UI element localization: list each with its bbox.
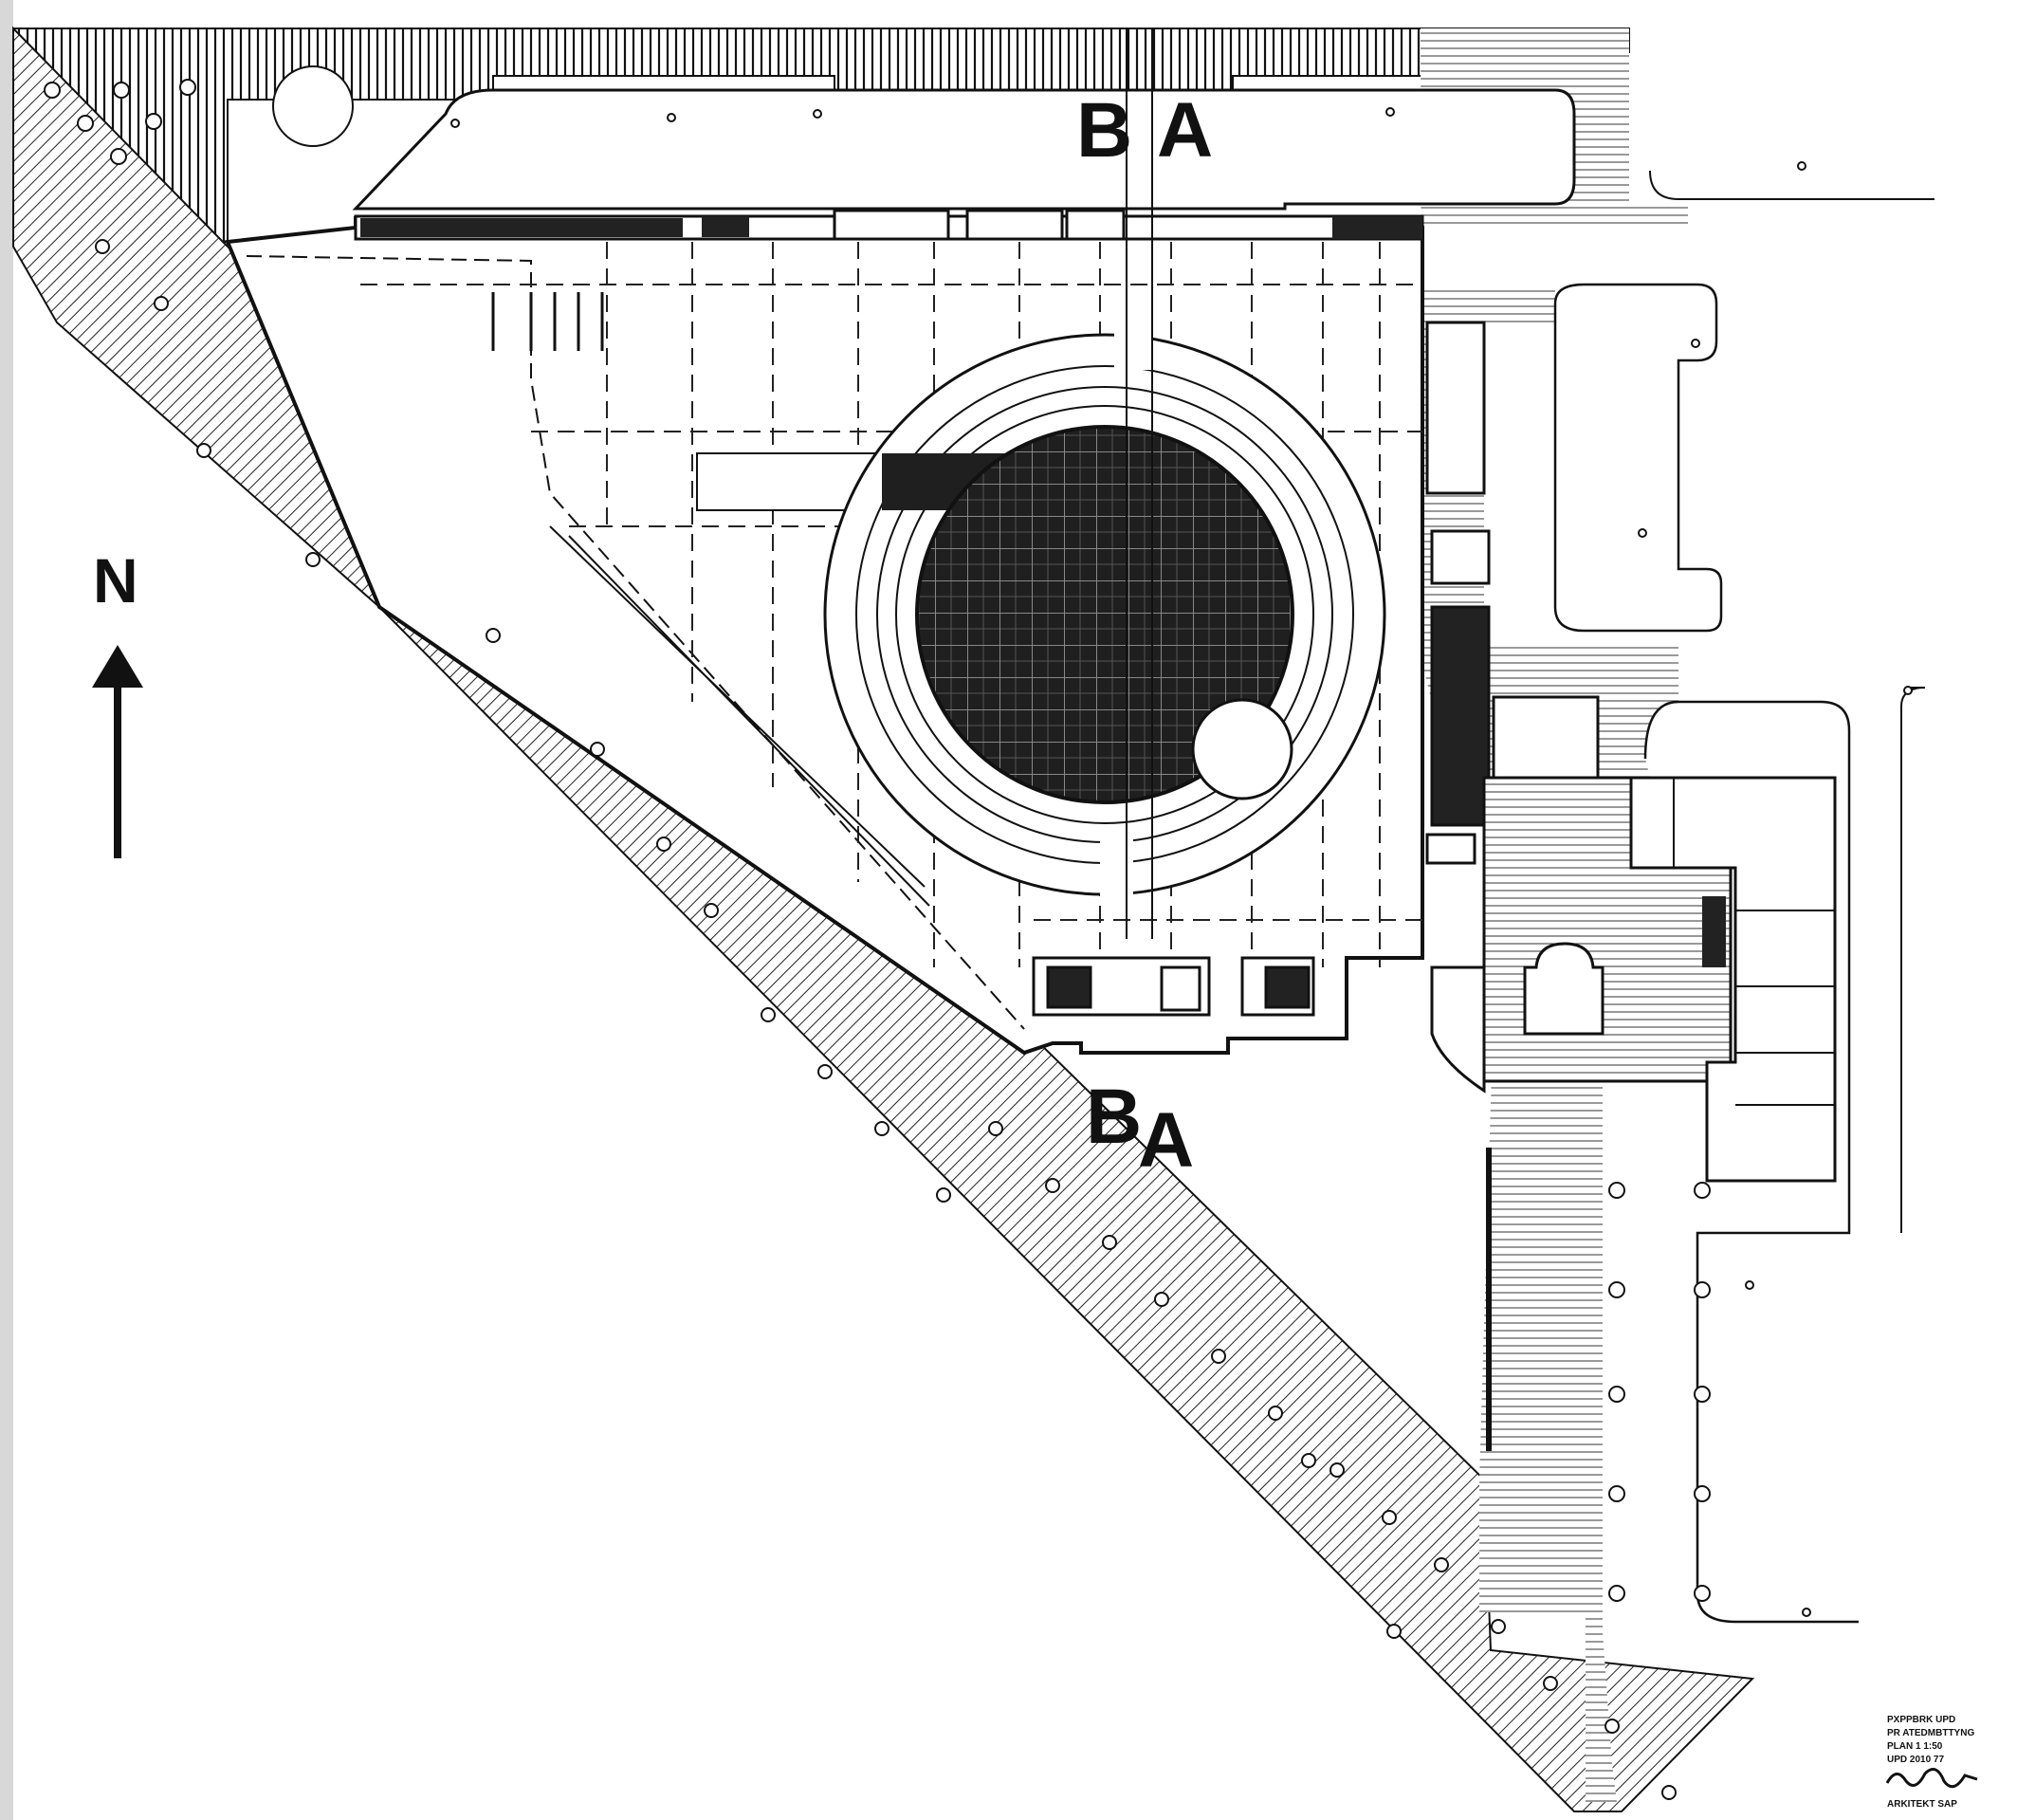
north-arrow: N xyxy=(92,545,143,858)
north-facade-dark xyxy=(360,218,683,237)
title-block-line-6: ARKITEKT SAP xyxy=(1887,1799,1957,1810)
northwest-stair xyxy=(491,292,604,351)
rotunda-small-room xyxy=(1191,698,1293,800)
east-island-mid xyxy=(1553,283,1723,633)
south-rooms xyxy=(1032,956,1315,1017)
east-curved-room xyxy=(1523,942,1604,1036)
east-road-edge xyxy=(1900,687,1926,1233)
north-plaza xyxy=(352,88,1576,211)
east-core-strip xyxy=(1425,321,1491,865)
building-inner-line xyxy=(246,255,1025,1030)
east-island-upper xyxy=(1649,170,1934,200)
section-marker-south: B A xyxy=(1086,1074,1194,1184)
title-block-signature xyxy=(1885,1768,1978,1789)
rotunda-core xyxy=(915,425,1294,804)
section-marker-north-b: B xyxy=(1076,87,1132,174)
walkway-columns xyxy=(1608,1182,1711,1602)
east-office-block xyxy=(1629,776,1837,1183)
title-block-line-1: PXPPBRK UPD xyxy=(1887,1715,1955,1725)
north-facade-dark-2 xyxy=(702,216,749,237)
east-southwest-wedge xyxy=(1430,965,1486,1094)
section-marker-south-b: B xyxy=(1086,1074,1142,1160)
east-small-stair xyxy=(1702,896,1726,967)
rotunda-north-opening xyxy=(1114,332,1152,370)
section-marker-north-a: A xyxy=(1157,87,1213,174)
north-arrow-letter: N xyxy=(93,545,138,616)
north-arrow-icon xyxy=(92,645,143,858)
title-block-line-2: PR ATEDMBTTYNG xyxy=(1887,1728,1974,1738)
title-block-line-4: UPD 2010 77 xyxy=(1887,1755,1944,1765)
diagonal-street-columns xyxy=(95,239,1677,1800)
rotunda xyxy=(823,333,1386,896)
north-facade-room-2 xyxy=(965,209,1064,241)
site-trees xyxy=(44,65,1913,1617)
north-facade-room-1 xyxy=(833,209,950,241)
east-room-upper xyxy=(1492,695,1600,780)
section-cut-lines xyxy=(1126,28,1153,939)
east-office-partitions xyxy=(1673,778,1835,1106)
diagonal-inner-wall xyxy=(549,525,930,907)
north-facade-room-3 xyxy=(1065,209,1126,241)
section-marker-north: B A xyxy=(1076,87,1213,174)
section-marker-south-a: A xyxy=(1138,1097,1194,1184)
north-facade-dark-3 xyxy=(1332,216,1422,239)
page-edge xyxy=(0,0,13,1820)
rotunda-south-opening xyxy=(1100,825,1133,901)
rotunda-ring-4 xyxy=(895,405,1314,824)
title-block-line-3: PLAN 1 1:50 xyxy=(1887,1741,1943,1752)
title-block: PXPPBRK UPD PR ATEDMBTTYNG PLAN 1 1:50 U… xyxy=(1885,1715,1978,1810)
